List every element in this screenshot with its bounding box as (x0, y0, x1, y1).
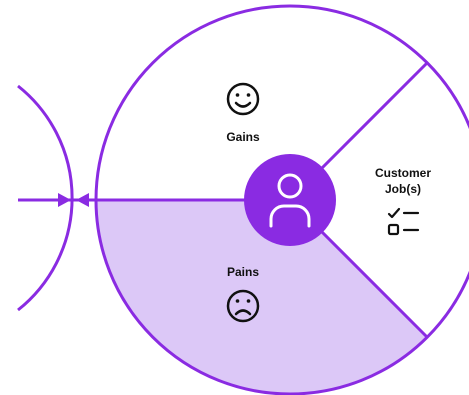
customer-jobs-label-line2: Job(s) (385, 182, 421, 196)
gains-label: Gains (226, 130, 260, 144)
checklist-icon (387, 207, 420, 236)
customer-jobs-label-line1: Customer (375, 166, 431, 180)
value-map-circle-arc (17, 84, 74, 312)
pains-segment (96, 200, 427, 394)
arrow-right-head (58, 193, 71, 207)
person-icon (269, 173, 311, 228)
frown-face-icon (226, 289, 260, 323)
pains-label: Pains (227, 265, 259, 279)
arrow-left-head (76, 193, 89, 207)
center-badge (244, 154, 336, 246)
smile-face-icon (226, 82, 260, 116)
